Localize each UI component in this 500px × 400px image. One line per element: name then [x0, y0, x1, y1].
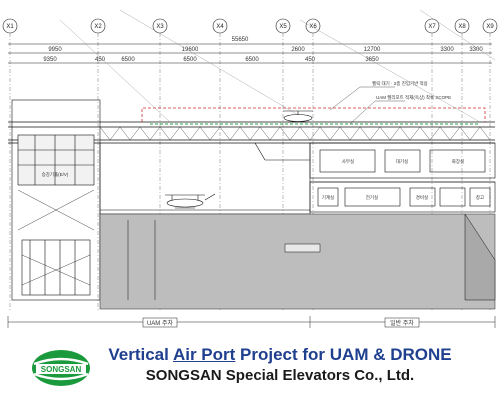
dimension-value: 450 — [305, 57, 316, 63]
dimension-value: 19600 — [182, 47, 199, 53]
ground-level-area — [99, 213, 496, 310]
grid-axis-label: X5 — [279, 24, 287, 30]
grid-axis-label: X6 — [309, 24, 317, 30]
project-title: Vertical Air Port Project for UAM & DRON… — [108, 345, 452, 364]
title-highlight: Air Port — [172, 345, 236, 364]
dimension-row-1: 9950 19600 2600 12700 3300 3300 — [48, 47, 483, 53]
dimension-value: 3300 — [469, 47, 483, 53]
construction-lines — [59, 9, 496, 123]
grid-axis-label: X2 — [94, 24, 102, 30]
room-label: 대기실 — [396, 158, 408, 165]
dimension-value: 9950 — [48, 47, 62, 53]
zone-label-general: 일반 주차 — [390, 319, 414, 327]
heliport-scope-outline — [141, 107, 486, 125]
grid-axis-label: X9 — [486, 24, 494, 30]
dimension-value: 450 — [95, 57, 106, 63]
dimension-value: 6500 — [245, 57, 259, 63]
annotation-note-1: 헬릭 대기 · 2층 진입기반 적용 — [372, 80, 428, 87]
company-subtitle: SONGSAN Special Elevators Co., Ltd. — [145, 367, 415, 384]
zone-label-uam: UAM 주차 — [147, 319, 174, 327]
room-label: 화장실 — [452, 158, 464, 165]
roof-truss — [99, 126, 491, 141]
architectural-section-drawing: X1 X2 X3 X4 X5 X6 X7 X8 X9 55650 9950 19600 2600 12… — [2, 9, 498, 328]
dimension-row-2: 9350 450 6500 6500 6500 450 3650 — [43, 57, 379, 63]
office-block — [309, 142, 496, 213]
grid-axis-label: X7 — [428, 24, 436, 30]
room-label: 경비실 — [416, 194, 428, 201]
room-label: 창고 — [476, 194, 484, 200]
room-label: 사무실 — [342, 158, 354, 165]
grid-axis-label: X1 — [6, 24, 14, 30]
room-label: 승강기홀(E/V) — [42, 171, 69, 178]
dimension-total: 55650 — [232, 37, 249, 43]
dimension-value: 12700 — [364, 47, 381, 53]
dimension-value: 9350 — [43, 57, 57, 63]
dimension-value: 3650 — [365, 57, 379, 63]
grid-axis-label: X4 — [216, 24, 224, 30]
elevator-tower — [11, 99, 101, 301]
uam-aircraft-roof — [283, 110, 313, 123]
annotation-leaders — [329, 86, 405, 125]
dimension-value: 6500 — [183, 57, 197, 63]
dimension-value: 6500 — [121, 57, 135, 63]
grid-lines — [9, 33, 491, 312]
songsan-logo: SONGSAN — [32, 350, 90, 386]
room-label: 기계실 — [322, 194, 334, 201]
annotation-note-2: UAM 헬리포트 적재(옥상) 착륙 SCOPE — [376, 94, 451, 101]
grid-axis-label: X8 — [458, 24, 466, 30]
uam-aircraft-hangar — [165, 193, 216, 209]
grid-axis-label: X3 — [156, 24, 164, 30]
dimension-lines — [8, 43, 492, 64]
svg-text:SONGSAN: SONGSAN — [41, 365, 82, 374]
dimension-value: 3300 — [440, 47, 454, 53]
room-label: 전기실 — [366, 194, 378, 201]
dimension-value: 2600 — [291, 47, 305, 53]
underground-elements — [127, 213, 496, 301]
